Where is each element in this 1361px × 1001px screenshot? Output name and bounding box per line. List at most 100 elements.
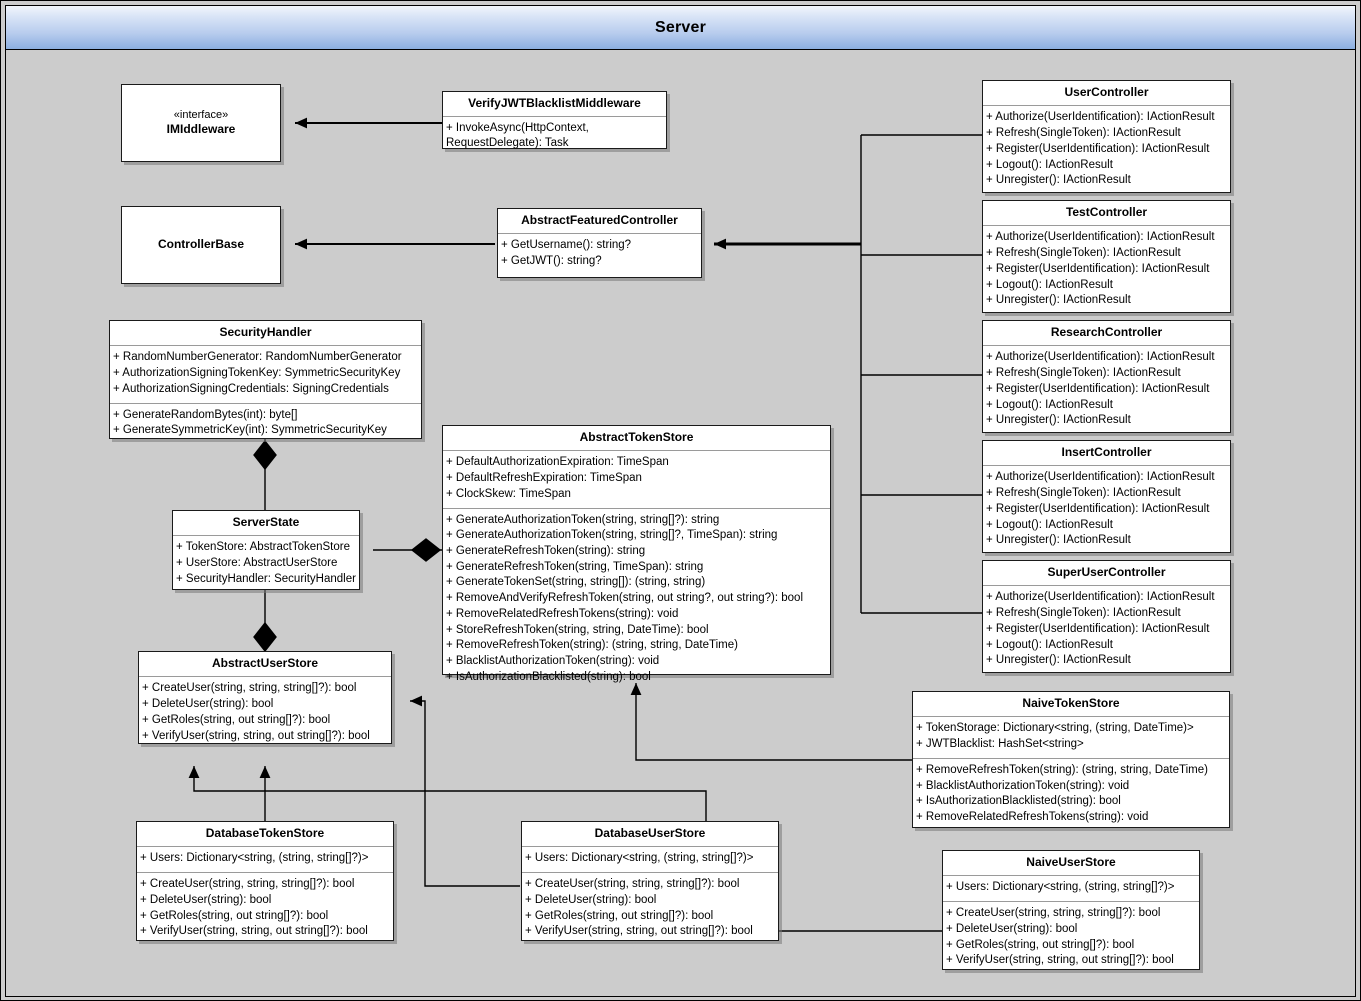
methods-compartment: + GetUsername(): string? + GetJWT(): str… xyxy=(498,233,701,274)
attribute-row: + Users: Dictionary<string, (string, str… xyxy=(946,881,1175,894)
method-row: + VerifyUser(string, string, out string[… xyxy=(140,925,368,938)
attributes-compartment: + RandomNumberGenerator: RandomNumberGen… xyxy=(110,345,421,402)
class-stereotype: «interface» xyxy=(173,109,229,122)
class-title: InsertController xyxy=(1061,445,1152,459)
attribute-row: + ClockSkew: TimeSpan xyxy=(446,487,571,500)
method-row: + Register(UserIdentification): IActionR… xyxy=(986,382,1210,395)
class-imiddleware[interactable]: «interface» IMIddleware xyxy=(121,84,281,162)
method-row: + GenerateRandomBytes(int): byte[] xyxy=(113,408,298,421)
method-row: + Logout(): IActionResult xyxy=(986,278,1113,291)
attribute-row: + DefaultRefreshExpiration: TimeSpan xyxy=(446,472,642,485)
attribute-row: + JWTBlacklist: HashSet<string> xyxy=(916,738,1084,751)
method-row: + DeleteUser(string): bool xyxy=(140,893,272,906)
method-row: + Logout(): IActionResult xyxy=(986,158,1113,171)
attributes-compartment: + Users: Dictionary<string, (string, str… xyxy=(943,875,1199,901)
method-row: + Authorize(UserIdentification): IAction… xyxy=(986,351,1215,364)
class-verify-jwt-blacklist-middleware[interactable]: VerifyJWTBlacklistMiddleware + InvokeAsy… xyxy=(442,91,667,149)
class-server-state[interactable]: ServerState + TokenStore: AbstractTokenS… xyxy=(172,510,360,590)
attributes-compartment: + Users: Dictionary<string, (string, str… xyxy=(137,846,393,872)
class-naive-token-store[interactable]: NaiveTokenStore + TokenStorage: Dictiona… xyxy=(912,691,1230,828)
method-row: + Authorize(UserIdentification): IAction… xyxy=(986,591,1215,604)
methods-compartment: + InvokeAsync(HttpContext, RequestDelega… xyxy=(443,116,666,156)
class-controller-base[interactable]: ControllerBase xyxy=(121,206,281,284)
method-row: + Unregister(): IActionResult xyxy=(986,534,1131,547)
class-title: SuperUserController xyxy=(1047,565,1166,579)
attributes-compartment: + DefaultAuthorizationExpiration: TimeSp… xyxy=(443,450,830,507)
method-row: + VerifyUser(string, string, out string[… xyxy=(525,925,753,938)
methods-compartment: + CreateUser(string, string, string[]?):… xyxy=(139,676,391,749)
method-row: + BlacklistAuthorizationToken(string): v… xyxy=(916,779,1130,792)
class-insert-controller[interactable]: InsertController + Authorize(UserIdentif… xyxy=(982,440,1231,553)
method-row: + GetRoles(string, out string[]?): bool xyxy=(142,713,331,726)
method-row: + Logout(): IActionResult xyxy=(986,638,1113,651)
method-row: + Unregister(): IActionResult xyxy=(986,294,1131,307)
class-title: TestController xyxy=(1065,205,1148,219)
attribute-row: + AuthorizationSigningTokenKey: Symmetri… xyxy=(113,367,401,380)
method-row: + DeleteUser(string): bool xyxy=(142,698,274,711)
class-title: VerifyJWTBlacklistMiddleware xyxy=(468,96,641,110)
method-row: + StoreRefreshToken(string, string, Date… xyxy=(446,623,709,636)
attribute-row: + TokenStore: AbstractTokenStore xyxy=(176,541,350,554)
method-row: + Unregister(): IActionResult xyxy=(986,174,1131,187)
method-row: + GetJWT(): string? xyxy=(501,255,602,268)
methods-compartment: + Authorize(UserIdentification): IAction… xyxy=(983,105,1230,194)
class-name-block: ControllerBase xyxy=(122,207,280,283)
method-row: + Logout(): IActionResult xyxy=(986,398,1113,411)
class-super-user-controller[interactable]: SuperUserController + Authorize(UserIden… xyxy=(982,560,1231,673)
class-name-block: «interface» IMIddleware xyxy=(122,85,280,161)
methods-compartment: + GenerateAuthorizationToken(string, str… xyxy=(443,507,830,691)
class-abstract-token-store[interactable]: AbstractTokenStore + DefaultAuthorizatio… xyxy=(442,425,831,683)
class-title: ResearchController xyxy=(1050,325,1163,339)
method-row: + Register(UserIdentification): IActionR… xyxy=(986,622,1210,635)
class-title: AbstractTokenStore xyxy=(579,430,694,444)
class-user-controller[interactable]: UserController + Authorize(UserIdentific… xyxy=(982,80,1231,193)
method-row: + CreateUser(string, string, string[]?):… xyxy=(140,878,355,891)
methods-compartment: + RemoveRefreshToken(string): (string, s… xyxy=(913,757,1229,831)
methods-compartment: + Authorize(UserIdentification): IAction… xyxy=(983,345,1230,434)
class-abstract-featured-controller[interactable]: AbstractFeaturedController + GetUsername… xyxy=(497,208,702,278)
methods-compartment: + CreateUser(string, string, string[]?):… xyxy=(522,872,778,945)
method-row: + Register(UserIdentification): IActionR… xyxy=(986,142,1210,155)
method-row: + RemoveRefreshToken(string): (string, s… xyxy=(446,639,738,652)
methods-compartment: + CreateUser(string, string, string[]?):… xyxy=(943,901,1199,974)
methods-compartment: + Authorize(UserIdentification): IAction… xyxy=(983,225,1230,314)
class-title: SecurityHandler xyxy=(219,325,312,339)
class-database-user-store[interactable]: DatabaseUserStore + Users: Dictionary<st… xyxy=(521,821,779,941)
class-title: DatabaseTokenStore xyxy=(205,826,325,840)
methods-compartment: + Authorize(UserIdentification): IAction… xyxy=(983,465,1230,554)
method-row: + Authorize(UserIdentification): IAction… xyxy=(986,231,1215,244)
method-row: + Refresh(SingleToken): IActionResult xyxy=(986,487,1181,500)
class-test-controller[interactable]: TestController + Authorize(UserIdentific… xyxy=(982,200,1231,313)
attributes-compartment: + TokenStore: AbstractTokenStore + UserS… xyxy=(173,535,359,592)
method-row: + Logout(): IActionResult xyxy=(986,518,1113,531)
method-row: + RemoveRefreshToken(string): (string, s… xyxy=(916,763,1208,776)
class-security-handler[interactable]: SecurityHandler + RandomNumberGenerator:… xyxy=(109,320,422,439)
method-row: + Register(UserIdentification): IActionR… xyxy=(986,262,1210,275)
method-row: + CreateUser(string, string, string[]?):… xyxy=(525,878,740,891)
method-row: + Refresh(SingleToken): IActionResult xyxy=(986,127,1181,140)
class-title: AbstractUserStore xyxy=(211,656,319,670)
method-row: + DeleteUser(string): bool xyxy=(946,922,1078,935)
attribute-row: + SecurityHandler: SecurityHandler xyxy=(176,572,356,585)
methods-compartment: + CreateUser(string, string, string[]?):… xyxy=(137,872,393,945)
class-title: ServerState xyxy=(232,515,300,529)
method-row: + RemoveRelatedRefreshTokens(string): vo… xyxy=(916,810,1149,823)
methods-compartment: + GenerateRandomBytes(int): byte[] + Gen… xyxy=(110,402,421,444)
class-naive-user-store[interactable]: NaiveUserStore + Users: Dictionary<strin… xyxy=(942,850,1200,970)
method-row: + Refresh(SingleToken): IActionResult xyxy=(986,367,1181,380)
method-row: + GenerateRefreshToken(string, TimeSpan)… xyxy=(446,560,704,573)
attribute-row: + TokenStorage: Dictionary<string, (stri… xyxy=(916,722,1194,735)
package-header: Server xyxy=(5,5,1356,50)
attribute-row: + UserStore: AbstractUserStore xyxy=(176,557,338,570)
method-row: + Refresh(SingleToken): IActionResult xyxy=(986,247,1181,260)
method-row: + Register(UserIdentification): IActionR… xyxy=(986,502,1210,515)
method-row: + GenerateAuthorizationToken(string, str… xyxy=(446,529,778,542)
method-row: + DeleteUser(string): bool xyxy=(525,893,657,906)
method-row: + GenerateSymmetricKey(int): SymmetricSe… xyxy=(113,424,387,437)
method-row: + Authorize(UserIdentification): IAction… xyxy=(986,471,1215,484)
class-abstract-user-store[interactable]: AbstractUserStore + CreateUser(string, s… xyxy=(138,651,392,744)
class-title: ControllerBase xyxy=(157,237,245,252)
class-research-controller[interactable]: ResearchController + Authorize(UserIdent… xyxy=(982,320,1231,433)
method-row: + InvokeAsync(HttpContext, RequestDelega… xyxy=(446,122,589,150)
class-database-token-store[interactable]: DatabaseTokenStore + Users: Dictionary<s… xyxy=(136,821,394,941)
